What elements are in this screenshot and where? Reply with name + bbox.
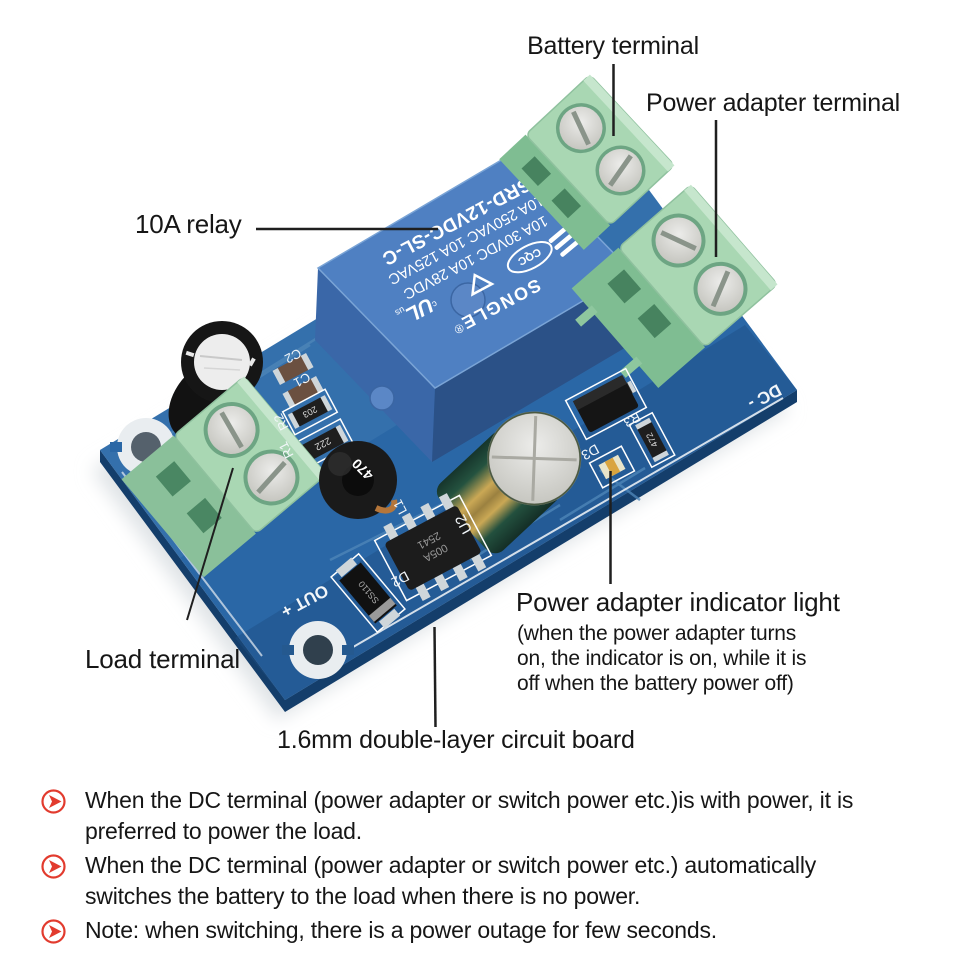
- screw-icon: [651, 213, 706, 268]
- list-item: When the DC terminal (power adapter or s…: [40, 850, 945, 912]
- note-text: When the DC terminal (power adapter or s…: [85, 852, 817, 909]
- screw-icon: [693, 261, 748, 316]
- vde-triangle-icon: [471, 273, 495, 297]
- list-item: Note: when switching, there is a power o…: [40, 915, 945, 946]
- silkscreen-border-line: [309, 397, 784, 673]
- screw-icon: [555, 103, 606, 154]
- power-adapter-terminal-label: Power adapter terminal: [645, 89, 901, 117]
- battery-terminal-label: Battery terminal: [527, 32, 699, 60]
- list-item: When the DC terminal (power adapter or s…: [40, 785, 945, 847]
- arrow-bullet-icon: [41, 854, 66, 879]
- ic-chip: 005A 2541: [373, 493, 493, 602]
- indicator-led: [588, 445, 636, 489]
- board-label: 1.6mm double-layer circuit board: [277, 726, 635, 754]
- diode-d2: SS110: [330, 552, 406, 634]
- silkscreen-r3: R3: [621, 409, 643, 430]
- transistor: [564, 367, 648, 441]
- notes-list: When the DC terminal (power adapter or s…: [40, 785, 945, 949]
- load-terminal-block: [121, 376, 327, 578]
- note-text: Note: when switching, there is a power o…: [85, 917, 717, 943]
- screw-icon: [203, 401, 260, 458]
- electrolytic-capacitor-gold: [436, 411, 582, 554]
- power-adapter-terminal-block: [571, 184, 778, 388]
- silkscreen-l1: L1: [390, 497, 410, 517]
- load-terminal-leader-line: [186, 467, 234, 621]
- board-leader-line: [433, 626, 437, 728]
- svg-text:c: c: [430, 299, 439, 310]
- note-text: When the DC terminal (power adapter or s…: [85, 787, 854, 844]
- silkscreen-r1: R1: [276, 439, 297, 461]
- relay-dimple: [369, 385, 395, 411]
- arrow-bullet-icon: [41, 919, 66, 944]
- inductor: 470: [319, 441, 398, 519]
- screw-icon: [243, 449, 300, 506]
- silkscreen-c2: C2: [282, 345, 304, 366]
- smd-capacitor: [282, 376, 324, 408]
- silkscreen-r2: R2: [271, 411, 292, 433]
- screw-icon: [595, 145, 646, 196]
- relay-label: 10A relay: [135, 209, 242, 239]
- mounting-hole: [282, 621, 354, 679]
- indicator-note-label: (when the power adapter turns on, the in…: [517, 622, 807, 695]
- arrow-bullet-icon: [41, 789, 66, 814]
- smd-resistor: 203: [281, 388, 339, 436]
- relay-left-face: [315, 268, 435, 462]
- leader-lines: [186, 64, 718, 728]
- smd-resistor: 472: [628, 411, 676, 469]
- silkscreen-d3: D3: [579, 441, 603, 464]
- load-terminal-label: Load terminal: [85, 644, 240, 674]
- silkscreen-c1: C1: [291, 369, 313, 390]
- silkscreen-d2: D2: [389, 568, 413, 591]
- smd-capacitor: [272, 353, 314, 385]
- battery-terminal-block: [499, 74, 675, 250]
- indicator-title-label: Power adapter indicator light: [516, 587, 840, 617]
